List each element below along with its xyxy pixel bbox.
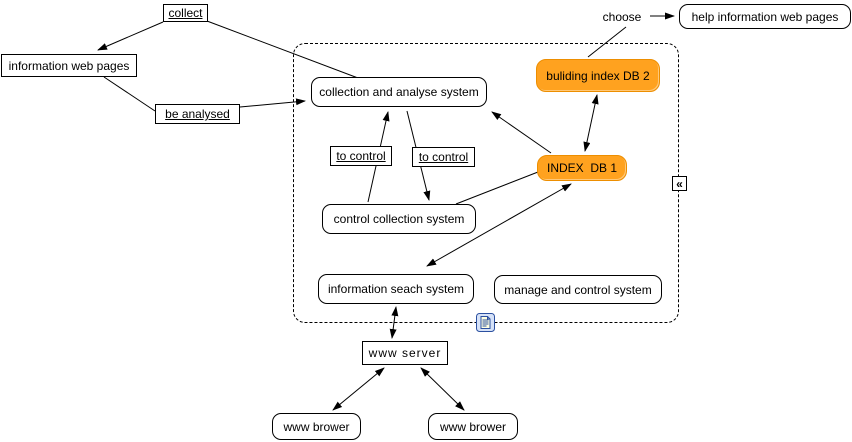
label-choose[interactable]: choose	[602, 10, 642, 24]
collapse-icon[interactable]: «	[672, 176, 687, 191]
node-www-browser-left[interactable]: www brower	[272, 413, 361, 440]
node-collection-and-analyse-system[interactable]: collection and analyse system	[311, 77, 487, 107]
edge-collect-to-infopages	[97, 21, 164, 51]
node-index-db1[interactable]: INDEX DB 1	[537, 155, 627, 181]
node-collect[interactable]: collect	[163, 4, 208, 22]
document-icon[interactable]	[476, 313, 495, 332]
document-icon-glyph	[476, 313, 495, 332]
node-www-browser-right[interactable]: www brower	[428, 413, 518, 440]
node-building-index-db2[interactable]: buliding index DB 2	[536, 59, 660, 92]
edge-infopages-to-beanalysed	[103, 76, 156, 112]
node-information-search-system[interactable]: information seach system	[318, 274, 474, 304]
node-to-control-right[interactable]: to control	[412, 147, 475, 167]
node-information-web-pages[interactable]: information web pages	[1, 54, 137, 77]
node-manage-and-control-system[interactable]: manage and control system	[494, 275, 662, 304]
node-be-analysed[interactable]: be analysed	[155, 104, 240, 124]
node-to-control-left[interactable]: to control	[330, 146, 392, 166]
edge-server-browser-right	[420, 367, 465, 411]
edge-server-browser-left	[332, 367, 385, 411]
node-www-server[interactable]: www server	[362, 341, 448, 365]
node-help-information-web-pages[interactable]: help information web pages	[679, 4, 851, 29]
node-control-collection-system[interactable]: control collection system	[322, 204, 476, 234]
